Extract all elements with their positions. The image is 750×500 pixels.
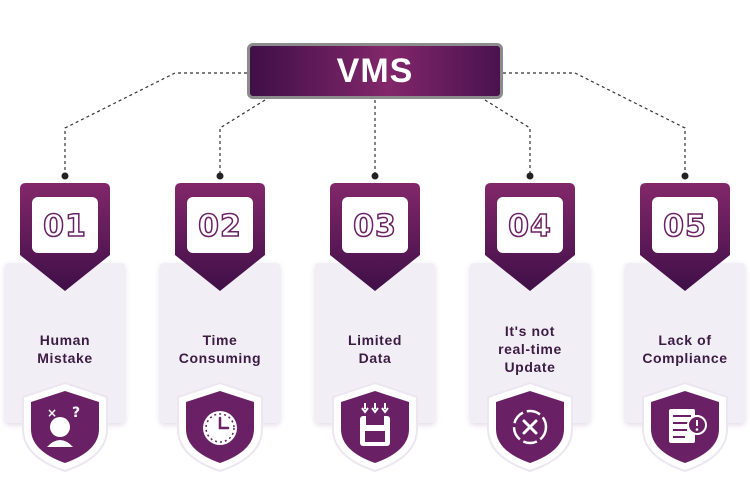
number-tag [20, 183, 110, 293]
number-text: 02 [197, 208, 242, 245]
card-01: 01 Human Mistake × ? [5, 183, 125, 483]
number-tag [485, 183, 575, 293]
connector-01 [64, 72, 247, 175]
number-tag [640, 183, 730, 293]
card-label: Lack of Compliance [642, 332, 728, 366]
title-box: VMS [247, 43, 503, 99]
clock-icon [172, 381, 268, 473]
floppy-disk-icon [327, 381, 423, 473]
card-05: 05 Lack of Compliance [625, 183, 745, 483]
number-tag [175, 183, 265, 293]
no-sync-icon [482, 381, 578, 473]
svg-text:×: × [47, 406, 57, 420]
svg-text:?: ? [72, 405, 80, 421]
confused-person-icon: × ? [17, 381, 113, 473]
card-02: 02 Time Consuming [160, 183, 280, 483]
card-label: Limited Data [348, 332, 402, 366]
number-text: 03 [352, 208, 397, 245]
title-text: VMS [336, 51, 414, 90]
connector-04 [484, 99, 531, 175]
card-label: Human Mistake [37, 332, 93, 366]
number-tag [330, 183, 420, 293]
card-03: 03 Limited Data [315, 183, 435, 483]
card-label: Time Consuming [178, 332, 262, 366]
number-text: 04 [507, 208, 552, 245]
connector-05 [503, 72, 686, 175]
number-text: 01 [42, 208, 87, 245]
checklist-warning-icon [637, 381, 733, 473]
card-label: It's not real-time Update [498, 323, 562, 375]
number-text: 05 [662, 208, 707, 245]
card-04: 04 It's not real-time Update [470, 183, 590, 483]
connector-02 [219, 99, 266, 175]
